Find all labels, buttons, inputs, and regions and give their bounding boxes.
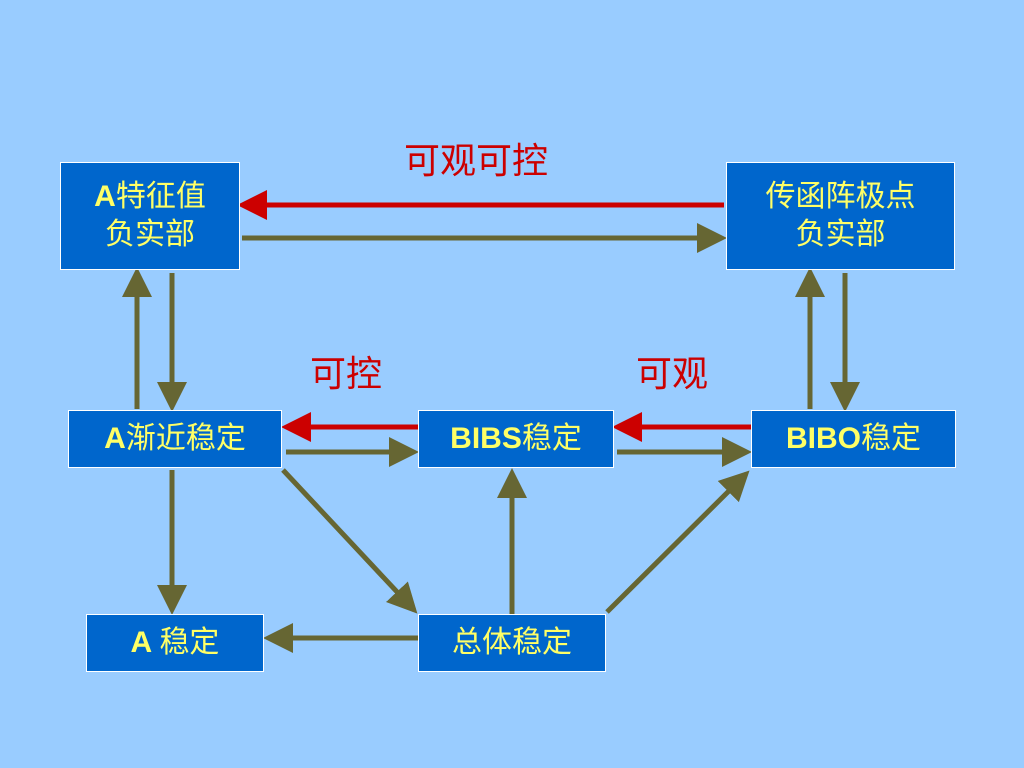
node-bibs-stable: BIBS稳定 bbox=[418, 410, 614, 468]
node-a-eigenvalues-negative-real: A特征值 负实部 bbox=[60, 162, 240, 270]
node-a-eigenvalues-line2: 负实部 bbox=[105, 217, 195, 252]
node-a-stable: A 稳定 bbox=[86, 614, 264, 672]
node-transfer-poles-line2: 负实部 bbox=[795, 217, 886, 252]
node-bibo-stable: BIBO稳定 bbox=[751, 410, 956, 468]
node-transfer-matrix-poles-negative-real: 传函阵极点 负实部 bbox=[726, 162, 955, 270]
label-controllable: 可控 bbox=[310, 354, 383, 395]
node-transfer-poles-line1: 传函阵极点 bbox=[765, 179, 916, 214]
label-observable: 可观 bbox=[636, 354, 709, 395]
label-observable-controllable: 可观可控 bbox=[404, 141, 549, 182]
arrow-total-to-bibo bbox=[605, 470, 750, 614]
node-a-eigenvalues-line1: A特征值 bbox=[94, 179, 206, 214]
node-a-asymptotically-stable: A渐近稳定 bbox=[68, 410, 282, 468]
node-total-stable: 总体稳定 bbox=[418, 614, 606, 672]
arrow-aasym-to-total bbox=[281, 468, 418, 614]
